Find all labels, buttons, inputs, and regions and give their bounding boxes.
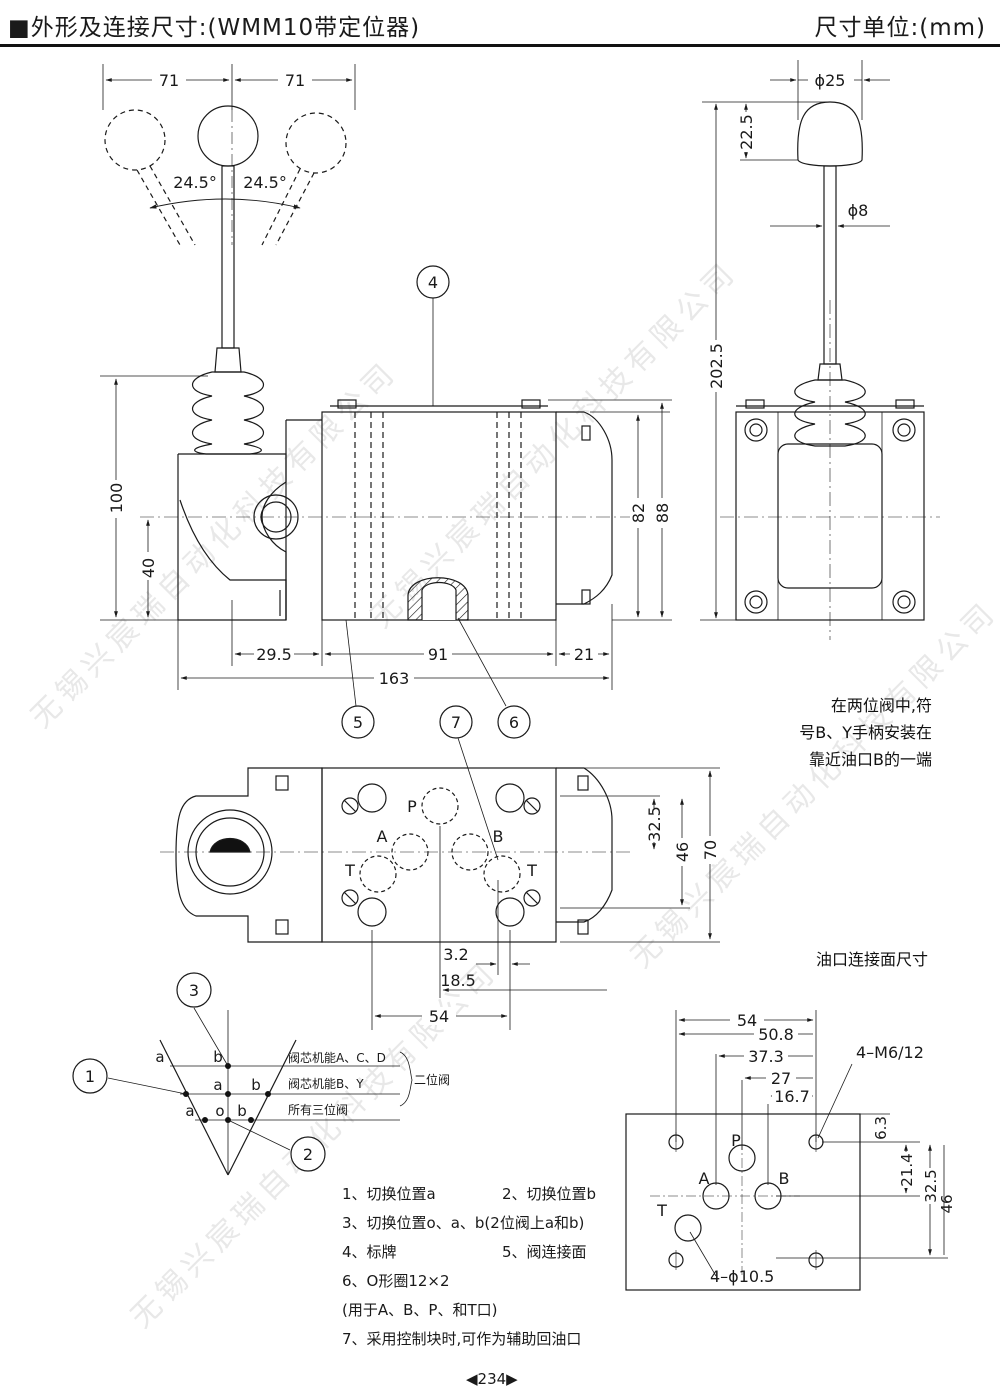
legend-item-5: 5、阀连接面 xyxy=(502,1243,587,1261)
port-a: A xyxy=(377,827,388,846)
row2-a: a xyxy=(213,1076,222,1094)
row1-text: 阀芯机能A、C、D xyxy=(288,1051,386,1065)
legend-item-7: 7、采用控制块时,可作为辅助回油口 xyxy=(342,1330,582,1348)
legend-row: 4、标牌 5、阀连接面 xyxy=(342,1238,587,1267)
header-rule xyxy=(0,44,1000,47)
legend-item-4: 4、标牌 xyxy=(342,1243,397,1261)
legend: 1、切换位置a 2、切换位置b 3、切换位置o、a、b(2位阀上a和b) 4、标… xyxy=(342,1180,596,1354)
angle-right: 24.5° xyxy=(243,173,287,192)
dim-3-2: 3.2 xyxy=(443,945,468,964)
legend-item-6: 6、O形圈12×2 xyxy=(342,1272,450,1290)
dim-stem-dia: ϕ8 xyxy=(848,201,869,220)
dim-88: 88 xyxy=(653,503,672,523)
page-header: ■外形及连接尺寸:(WMM10带定位器) 尺寸单位:(mm) xyxy=(0,0,1000,48)
dim-91: 91 xyxy=(428,645,448,664)
note-line: 号B、Y手柄安装在 xyxy=(799,723,932,742)
row2-text: 阀芯机能B、Y xyxy=(288,1077,364,1091)
mounting-face-title: 油口连接面尺寸 xyxy=(816,950,929,969)
face-port-a: A xyxy=(699,1169,710,1188)
thread-spec: 4–M6/12 xyxy=(856,1043,924,1062)
dim-29-5: 29.5 xyxy=(256,645,292,664)
port-b: B xyxy=(493,827,504,846)
face-dim-21-4: 21.4 xyxy=(898,1153,916,1186)
dim-202-5: 202.5 xyxy=(707,343,726,389)
dim-21: 21 xyxy=(574,645,594,664)
port-t-left: T xyxy=(344,861,355,880)
page-title: ■外形及连接尺寸:(WMM10带定位器) xyxy=(8,15,421,41)
dim-71-right: 71 xyxy=(285,71,305,90)
dim-ball-dia: ϕ25 xyxy=(815,71,846,90)
legend-item-1: 1、切换位置a xyxy=(342,1185,436,1203)
callout-4: 4 xyxy=(428,273,438,292)
legend-row: (用于A、B、P、和T口) xyxy=(342,1296,584,1325)
row3-b: b xyxy=(237,1102,247,1120)
dim-163: 163 xyxy=(379,669,410,688)
mounting-face: 54 50.8 37.3 27 16.7 4–M6/12 P A B T 4–ϕ… xyxy=(625,1010,962,1291)
callout-1: 1 xyxy=(85,1067,95,1086)
face-dim-6-3: 6.3 xyxy=(872,1116,890,1140)
callout-7: 7 xyxy=(451,713,461,732)
dim-32-5: 32.5 xyxy=(645,806,664,842)
top-view: P A B T T 32.5 46 70 3.2 18.5 54 xyxy=(160,767,720,1030)
dim-71-left: 71 xyxy=(159,71,179,90)
callout-6: 6 xyxy=(509,713,519,732)
face-dim-46: 46 xyxy=(938,1194,956,1213)
face-dim-54: 54 xyxy=(737,1011,757,1030)
row3-text: 所有三位阀 xyxy=(288,1102,348,1117)
face-dim-37-3: 37.3 xyxy=(748,1047,784,1066)
note-line: 在两位阀中,符 xyxy=(830,696,932,715)
page-number: ◀234▶ xyxy=(466,1370,518,1388)
dim-22-5: 22.5 xyxy=(737,114,756,150)
port-t-right: T xyxy=(526,861,537,880)
face-dim-32-5: 32.5 xyxy=(922,1169,940,1202)
face-holes: 4–ϕ10.5 xyxy=(710,1267,774,1286)
dim-40: 40 xyxy=(139,558,158,578)
legend-row: 7、采用控制块时,可作为辅助回油口 xyxy=(342,1325,584,1354)
dim-54: 54 xyxy=(429,1007,449,1026)
legend-row: 1、切换位置a 2、切换位置b xyxy=(342,1180,596,1209)
dim-70: 70 xyxy=(701,840,720,860)
face-dim-27: 27 xyxy=(771,1069,791,1088)
bolt-head xyxy=(744,418,916,614)
dim-100: 100 xyxy=(107,483,126,514)
row3-o: o xyxy=(215,1102,224,1120)
face-dim-16-7: 16.7 xyxy=(774,1087,810,1106)
dim-46: 46 xyxy=(673,842,692,862)
callout-5: 5 xyxy=(353,713,363,732)
positions-diagram: a b a b a o b 阀芯机能A、C、D 阀芯机能B、Y 所有三位阀 二位… xyxy=(72,972,450,1176)
two-position-note: 在两位阀中,符 号B、Y手柄安装在 靠近油口B的一端 xyxy=(752,692,932,773)
face-dim-50-8: 50.8 xyxy=(758,1025,794,1044)
callout-2: 2 xyxy=(303,1145,313,1164)
front-view: 71 71 24.5° 24.5° xyxy=(100,64,672,861)
row1-a: a xyxy=(155,1048,164,1066)
angle-left: 24.5° xyxy=(173,173,217,192)
side-view: ϕ25 ϕ8 22.5 202.5 xyxy=(700,60,940,640)
face-port-t: T xyxy=(656,1201,667,1220)
legend-row: 6、O形圈12×2 xyxy=(342,1267,584,1296)
port-p: P xyxy=(407,797,417,816)
legend-row: 3、切换位置o、a、b(2位阀上a和b) xyxy=(342,1209,584,1238)
unit-label: 尺寸单位:(mm) xyxy=(814,15,986,41)
face-port-p: P xyxy=(731,1131,741,1150)
row3-a: a xyxy=(185,1102,194,1120)
legend-item-6b: (用于A、B、P、和T口) xyxy=(342,1301,498,1319)
bracket-text: 二位阀 xyxy=(414,1072,450,1087)
row1-b: b xyxy=(213,1048,223,1066)
legend-item-2: 2、切换位置b xyxy=(502,1185,597,1203)
row2-b: b xyxy=(251,1076,261,1094)
dim-18-5: 18.5 xyxy=(440,971,476,990)
note-line: 靠近油口B的一端 xyxy=(809,750,932,769)
dim-82: 82 xyxy=(629,503,648,523)
legend-item-3: 3、切换位置o、a、b(2位阀上a和b) xyxy=(342,1214,585,1232)
face-port-b: B xyxy=(779,1169,790,1188)
callout-3: 3 xyxy=(189,981,199,1000)
